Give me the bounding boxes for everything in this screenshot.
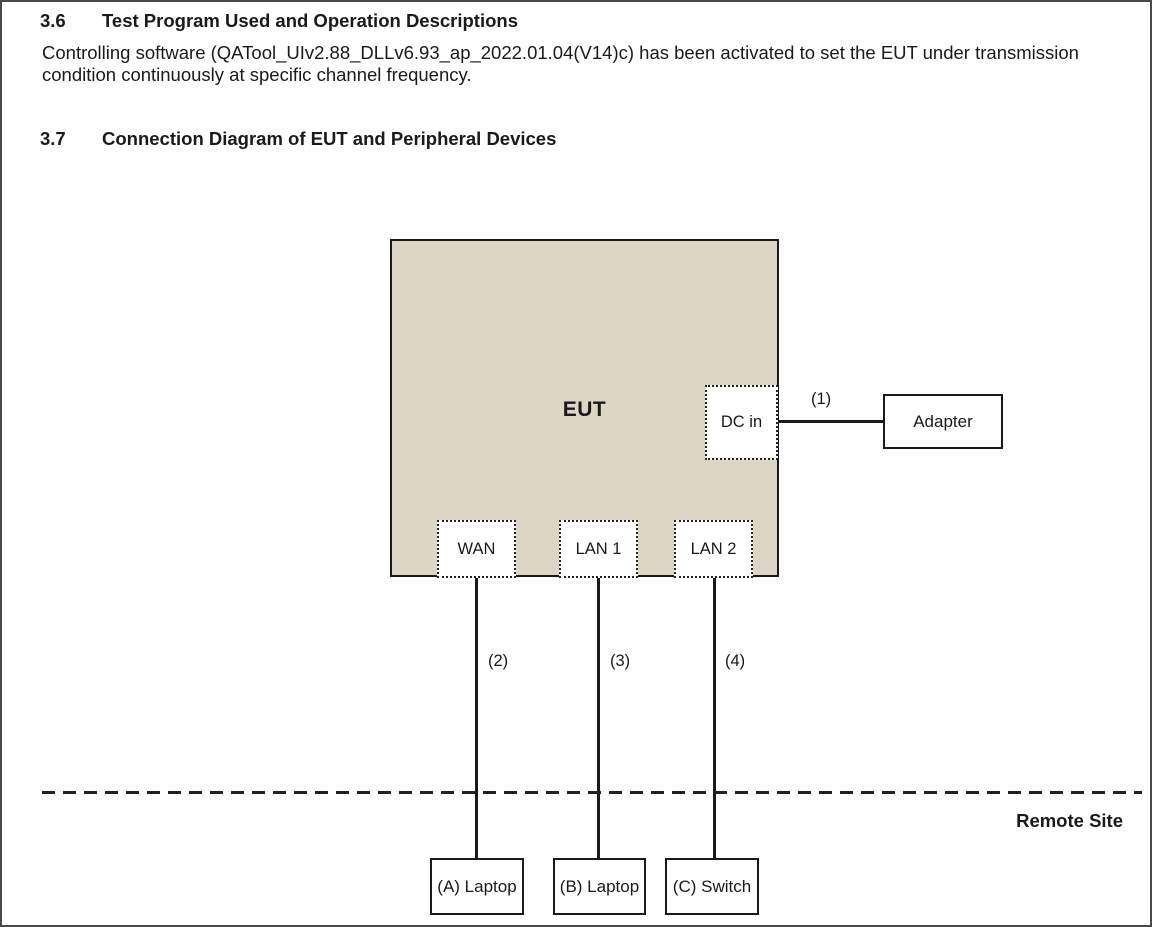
remote-site-label: Remote Site	[1016, 810, 1123, 831]
connection-label-1: (1)	[811, 390, 832, 408]
section-title-3-6: Test Program Used and Operation Descript…	[102, 10, 518, 31]
laptop-a-label: (A) Laptop	[437, 876, 517, 896]
adapter-box: Adapter	[883, 394, 1003, 449]
section-number-3-6: 3.6	[40, 10, 66, 31]
section-heading-3-7: 3.7 Connection Diagram of EUT and Periphe…	[40, 128, 556, 150]
port-dc-in: DC in	[705, 385, 778, 460]
section-body-3-6: Controlling software (QATool_UIv2.88_DLL…	[42, 42, 1079, 85]
laptop-b-label: (B) Laptop	[559, 876, 640, 896]
section-title-3-7: Connection Diagram of EUT and Peripheral…	[102, 128, 557, 149]
port-lan1: LAN 1	[559, 520, 638, 578]
port-lan2: LAN 2	[674, 520, 753, 578]
adapter-label: Adapter	[913, 411, 973, 431]
laptop-a-box: (A) Laptop	[430, 858, 524, 915]
connection-label-3: (3)	[610, 652, 631, 670]
laptop-b-box: (B) Laptop	[553, 858, 646, 915]
port-lan2-label: LAN 2	[690, 539, 737, 558]
switch-c-label: (C) Switch	[672, 876, 752, 896]
port-wan: WAN	[437, 520, 516, 578]
remote-site-divider	[42, 791, 1142, 794]
switch-c-box: (C) Switch	[665, 858, 759, 915]
section-number-3-7: 3.7	[40, 128, 66, 149]
connection-line-2	[475, 577, 478, 858]
connection-label-2: (2)	[488, 652, 509, 670]
port-lan1-label: LAN 1	[575, 539, 622, 558]
connection-label-4: (4)	[725, 652, 746, 670]
connection-line-3	[597, 577, 600, 858]
connection-line-4	[713, 577, 716, 858]
connection-line-1	[778, 420, 883, 423]
section-heading-3-6: 3.6 Test Program Used and Operation Descr…	[40, 10, 518, 32]
port-dc-in-label: DC in	[720, 413, 763, 431]
port-wan-label: WAN	[457, 539, 496, 558]
eut-label: EUT	[562, 398, 607, 421]
